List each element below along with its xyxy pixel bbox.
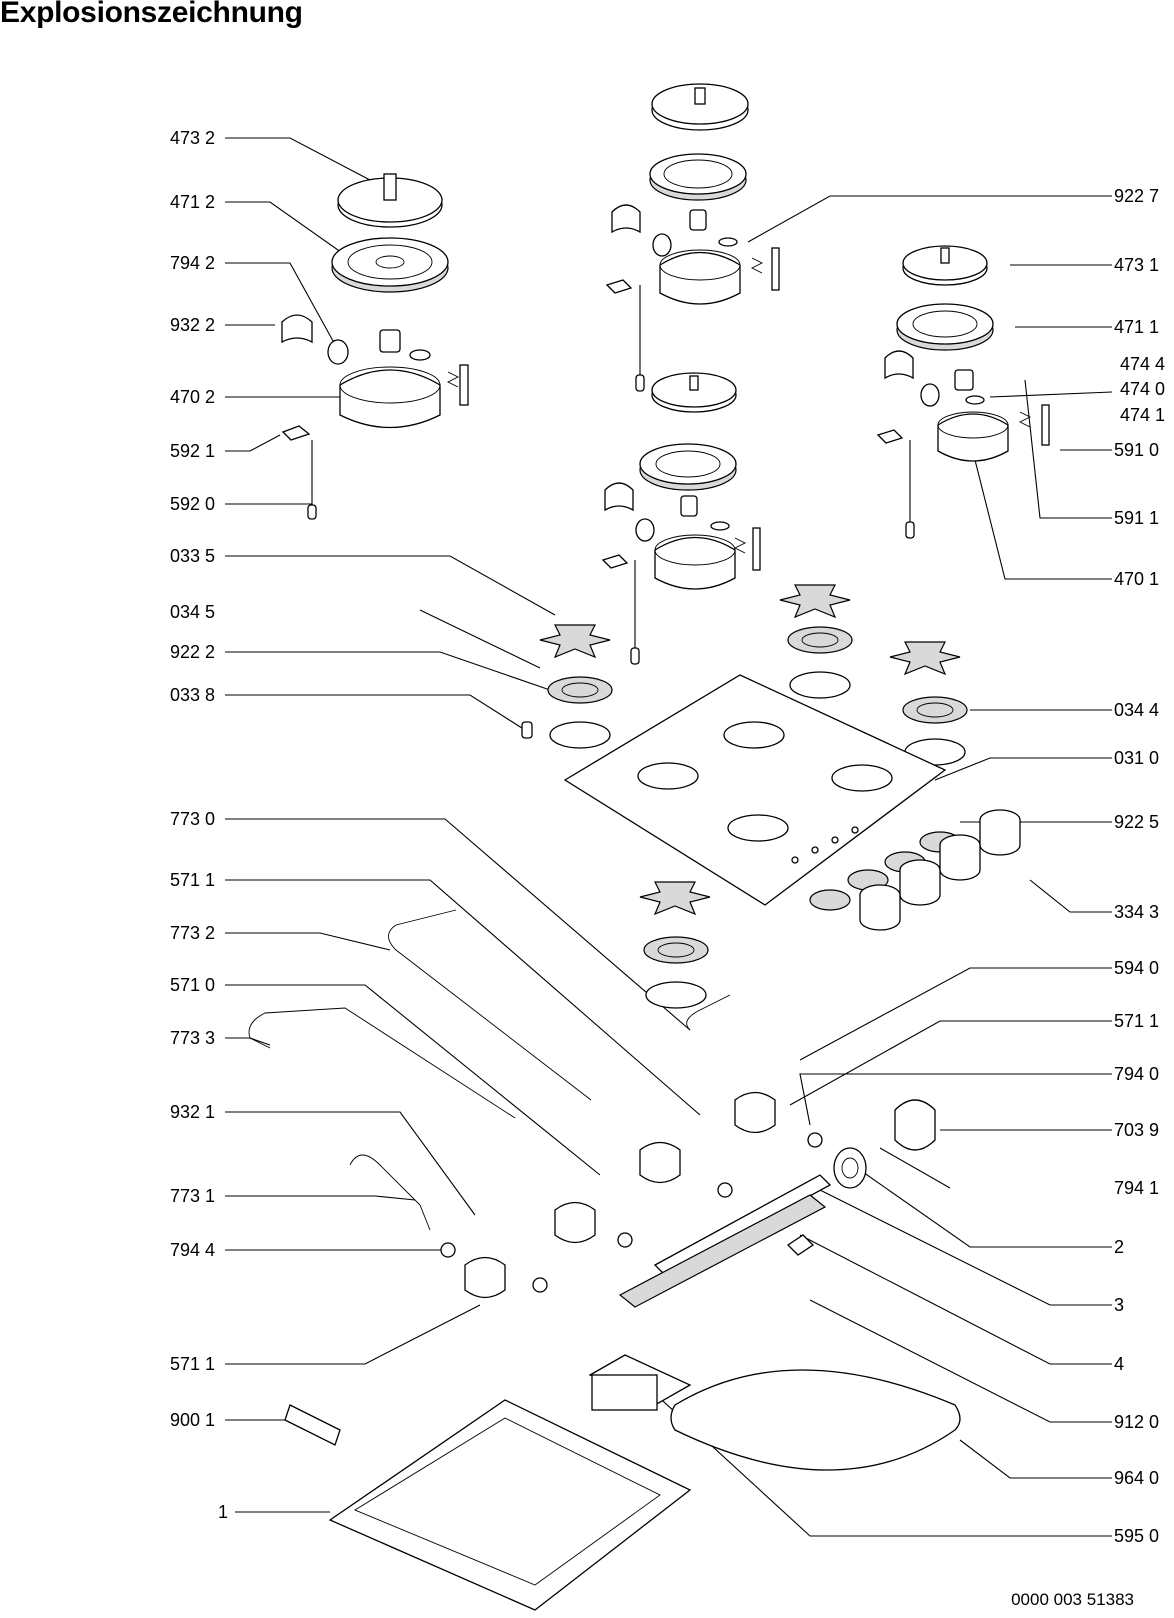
part-label-left: 773 2 <box>170 923 216 943</box>
part-label-left: 1 <box>218 1502 229 1522</box>
part-label-right: 794 0 <box>1114 1064 1160 1084</box>
page-title: Explosionszeichnung <box>0 0 303 29</box>
part-label-left: 932 1 <box>170 1102 216 1122</box>
part-label-left: 773 1 <box>170 1186 216 1206</box>
part-label-right: 922 7 <box>1114 186 1160 206</box>
part-label-left: 922 2 <box>170 642 216 662</box>
part-label-right: 334 3 <box>1114 902 1160 922</box>
right-burner-assembly <box>876 245 1050 539</box>
part-label-left: 571 0 <box>170 975 216 995</box>
leader-lines-left <box>225 137 701 1513</box>
bottom-frame <box>284 1234 961 1611</box>
part-label-left: 794 2 <box>170 253 216 273</box>
part-label-right: 3 <box>1114 1295 1125 1315</box>
part-label-right: 912 0 <box>1114 1412 1160 1432</box>
part-label-right: 571 1 <box>1114 1011 1160 1031</box>
part-label-left: 034 5 <box>170 602 216 622</box>
gas-pipes <box>248 909 832 1308</box>
left-burner-assembly <box>281 173 469 520</box>
part-label-left: 033 8 <box>170 685 216 705</box>
middle-lower-burner-assembly <box>601 372 761 665</box>
control-knobs <box>809 809 1021 931</box>
middle-top-burner-assembly <box>605 83 780 392</box>
part-label-left: 592 0 <box>170 494 216 514</box>
part-label-left: 571 1 <box>170 1354 216 1374</box>
part-label-right: 031 0 <box>1114 748 1160 768</box>
part-label-right: 591 1 <box>1114 508 1160 528</box>
part-label-right: 470 1 <box>1114 569 1160 589</box>
pan-supports <box>521 584 968 1009</box>
part-label-left: 794 4 <box>170 1240 216 1260</box>
part-label-right: 591 0 <box>1114 440 1160 460</box>
part-label-left: 470 2 <box>170 387 216 407</box>
part-label-right: 034 4 <box>1114 700 1160 720</box>
part-label-right: 794 1 <box>1114 1178 1160 1198</box>
part-label-right: 4 <box>1114 1354 1125 1374</box>
part-label-right: 474 0 <box>1120 379 1166 399</box>
part-label-left: 592 1 <box>170 441 216 461</box>
hob-top-plate <box>563 674 947 906</box>
part-label-right: 473 1 <box>1114 255 1160 275</box>
part-label-right: 595 0 <box>1114 1526 1160 1546</box>
part-label-right: 964 0 <box>1114 1468 1160 1488</box>
part-label-left: 033 5 <box>170 546 216 566</box>
part-label-right: 922 5 <box>1114 812 1160 832</box>
part-label-left: 932 2 <box>170 315 216 335</box>
part-label-left: 773 3 <box>170 1028 216 1048</box>
part-label-left: 900 1 <box>170 1410 216 1430</box>
part-label-right: 2 <box>1114 1237 1125 1257</box>
part-label-right: 471 1 <box>1114 317 1160 337</box>
document-number: 0000 003 51383 <box>1011 1590 1134 1609</box>
part-label-right: 703 9 <box>1114 1120 1160 1140</box>
part-label-left: 773 0 <box>170 809 216 829</box>
part-label-right: 474 4 <box>1120 354 1166 374</box>
part-label-left: 471 2 <box>170 192 216 212</box>
part-label-left: 571 1 <box>170 870 216 890</box>
part-label-left: 473 2 <box>170 128 216 148</box>
part-label-right: 594 0 <box>1114 958 1160 978</box>
part-label-right: 474 1 <box>1120 405 1166 425</box>
gas-valves <box>440 1091 936 1299</box>
